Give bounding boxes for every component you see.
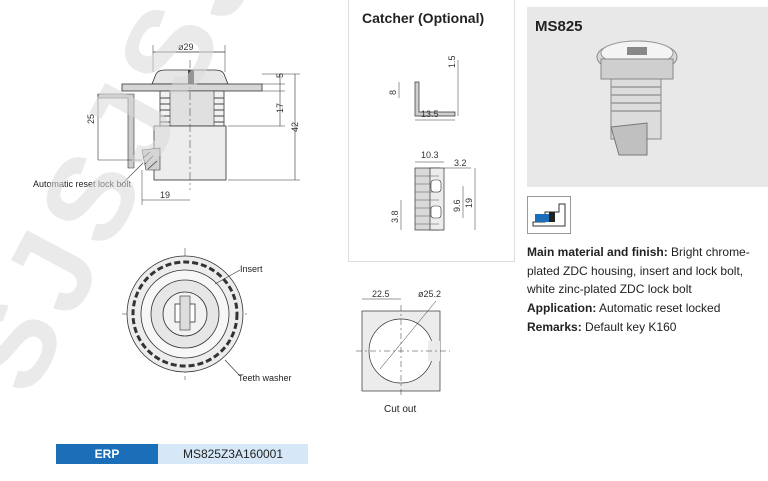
dim-c19: 19 xyxy=(464,198,474,208)
dim-19: 19 xyxy=(160,190,170,200)
cutout-label: Cut out xyxy=(384,404,417,415)
dim-c103: 10.3 xyxy=(421,150,439,160)
dim-17: 17 xyxy=(275,103,285,113)
automatic-reset-label: Automatic reset lock bolt xyxy=(33,179,132,189)
dim-c96: 9.6 xyxy=(452,199,462,212)
catcher-panel xyxy=(348,0,515,262)
dim-c38: 3.8 xyxy=(390,210,400,223)
dim-5: 5 xyxy=(275,73,285,78)
dim-w225: 22.5 xyxy=(372,289,390,299)
erp-value: MS825Z3A160001 xyxy=(158,444,308,464)
material-line: Main material and finish: Bright chrome-… xyxy=(527,245,750,297)
cutout-drawing: 22.5 ø25.2 xyxy=(356,289,450,397)
teeth-washer-label: Teeth washer xyxy=(238,373,292,383)
model-title: MS825 xyxy=(535,18,583,35)
product-photo xyxy=(527,7,768,187)
cam-lock-type-icon xyxy=(527,196,571,234)
application-line: Application: Automatic reset locked xyxy=(527,301,721,316)
product-description: Main material and finish: Bright chrome-… xyxy=(527,243,765,337)
dim-c15: 1.5 xyxy=(447,55,457,68)
side-view-drawing: ø29 5 17 42 25 19 xyxy=(86,42,300,205)
erp-label: ERP xyxy=(56,444,158,464)
dim-w252: ø25.2 xyxy=(418,289,441,299)
dim-c135: 13.5 xyxy=(421,109,439,119)
catcher-title: Catcher (Optional) xyxy=(362,10,485,26)
dim-c8: 8 xyxy=(388,90,398,95)
insert-label: Insert xyxy=(240,264,263,274)
catcher-drawing: 1.5 8 13.5 10.3 3.2 3.8 9.6 19 xyxy=(388,55,476,231)
remarks-line: Remarks: Default key K160 xyxy=(527,319,677,334)
front-view-drawing xyxy=(122,248,250,380)
dim-29: ø29 xyxy=(178,42,194,52)
dim-25: 25 xyxy=(86,114,96,124)
dim-42: 42 xyxy=(290,122,300,132)
dim-c32: 3.2 xyxy=(454,158,467,168)
lock-photo-illustration xyxy=(596,40,678,156)
